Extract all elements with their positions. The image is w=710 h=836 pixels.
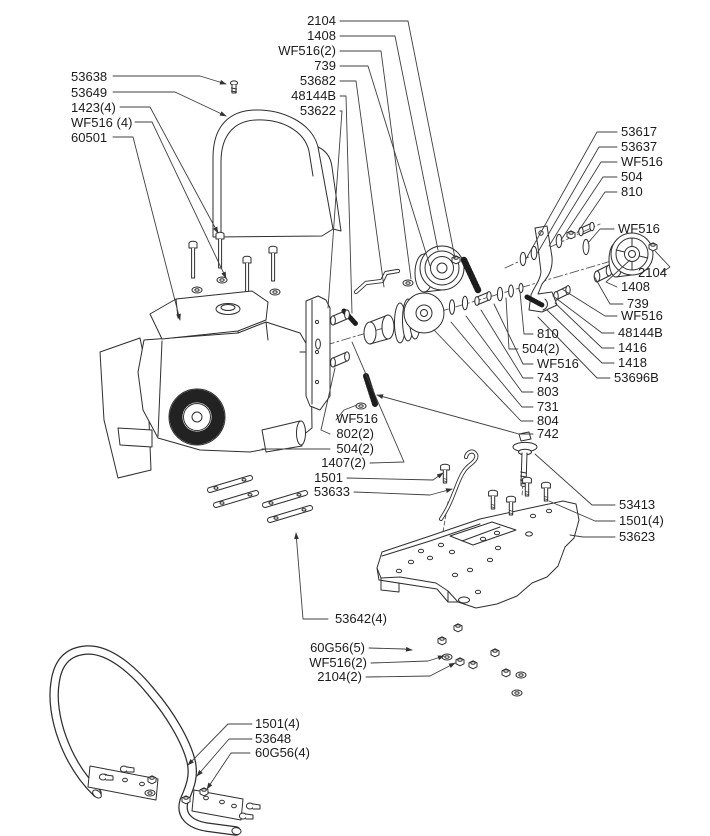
label-mc-810: 810 xyxy=(537,326,559,341)
deck-plate-53623 xyxy=(376,500,580,609)
label-tc-1408: 1408 xyxy=(307,28,336,43)
label-tc-48144b: 48144B xyxy=(291,88,336,103)
label-lm-1501: 1501 xyxy=(314,470,343,485)
label-ru-53637: 53637 xyxy=(621,139,658,154)
spring-small-arm xyxy=(524,294,545,308)
deck-bolt xyxy=(541,481,551,502)
spring-742 xyxy=(363,373,378,407)
idler-pulley-right xyxy=(582,232,658,283)
leader-lines xyxy=(112,20,671,790)
label-tl-53638: 53638 xyxy=(71,69,108,84)
handlebar-53648 xyxy=(49,645,261,836)
label-ru-810: 810 xyxy=(621,184,643,199)
label-rm-1418: 1418 xyxy=(618,355,647,370)
label-tc-wf516-2: WF516(2) xyxy=(278,43,336,58)
label-tc-2104: 2104 xyxy=(307,13,336,28)
label-mc-731: 731 xyxy=(537,399,559,414)
spring-48144b-top xyxy=(460,256,482,294)
label-rm-739: 739 xyxy=(627,296,649,311)
axis-hardware xyxy=(448,282,524,315)
label-rl-53623: 53623 xyxy=(619,529,656,544)
label-lm-802-2: 802(2) xyxy=(336,426,374,441)
label-rm-1416: 1416 xyxy=(618,340,647,355)
clutch-pulley-804 xyxy=(363,292,445,345)
label-rm-53696b: 53696B xyxy=(614,370,659,385)
bracket-53682 xyxy=(353,268,401,295)
label-tc-53682: 53682 xyxy=(299,73,336,88)
straps-53642 xyxy=(207,475,313,523)
screw-53638 xyxy=(229,80,239,94)
label-lm-wf516: WF516 xyxy=(336,411,378,426)
arm-hardware-column xyxy=(519,221,595,301)
label-mc-743: 743 xyxy=(537,370,559,385)
label-ru-53617: 53617 xyxy=(621,124,658,139)
label-lm-53633: 53633 xyxy=(313,484,350,499)
idler-pulley-top xyxy=(414,245,465,293)
label-lm-504-2: 504(2) xyxy=(336,441,374,456)
label-bc-60g56-5: 60G56(5) xyxy=(310,640,365,655)
label-tc-53622: 53622 xyxy=(299,103,336,118)
washer-wf516-top xyxy=(402,279,414,287)
label-mc-504-2: 504(2) xyxy=(522,341,560,356)
label-mc-742: 742 xyxy=(537,426,559,441)
label-tc-739: 739 xyxy=(314,58,336,73)
handle-bolts xyxy=(98,765,261,820)
label-tl-1423-4: 1423(4) xyxy=(71,100,116,115)
bolts-1407 xyxy=(315,309,350,368)
label-rm-wf516-a: WF516 xyxy=(618,221,660,236)
label-bc-2104-2: 2104(2) xyxy=(317,669,362,684)
engine-bolts xyxy=(188,231,281,308)
hook-rod-53633 xyxy=(439,449,479,521)
loose-hardware-cluster xyxy=(437,623,527,697)
label-tl-60501: 60501 xyxy=(71,130,108,145)
engine xyxy=(99,290,313,479)
mount-plate-53622 xyxy=(305,295,331,411)
label-ru-504: 504 xyxy=(621,169,643,184)
deck-bolt xyxy=(488,489,498,510)
label-bl-1501-4: 1501(4) xyxy=(255,716,300,731)
label-bc-53642-4: 53642(4) xyxy=(334,611,387,626)
label-rm-1408: 1408 xyxy=(621,279,650,294)
label-rm-wf516-b: WF516 xyxy=(621,308,663,323)
label-rm-2104: 2104 xyxy=(638,265,667,280)
label-mc-804: 804 xyxy=(537,413,559,428)
label-rl-1501-4: 1501(4) xyxy=(619,513,664,528)
label-tl-wf516-4: WF516 (4) xyxy=(71,115,133,130)
nut-2104-top xyxy=(451,255,461,265)
washer-wf516-mid xyxy=(355,402,367,410)
label-tl-53649: 53649 xyxy=(71,85,108,100)
label-rm-48144b: 48144B xyxy=(618,325,663,340)
label-bl-60g56-4: 60G56(4) xyxy=(255,745,310,760)
belt-cover xyxy=(212,109,342,238)
label-bl-53648: 53648 xyxy=(255,731,292,746)
label-ru-wf516: WF516 xyxy=(621,154,663,169)
label-lm-1407-2: 1407(2) xyxy=(321,455,366,470)
label-mc-wf516: WF516 xyxy=(537,356,579,371)
label-mc-803: 803 xyxy=(537,384,559,399)
label-rl-53413: 53413 xyxy=(619,497,656,512)
label-bc-wf516-2: WF516(2) xyxy=(309,655,367,670)
